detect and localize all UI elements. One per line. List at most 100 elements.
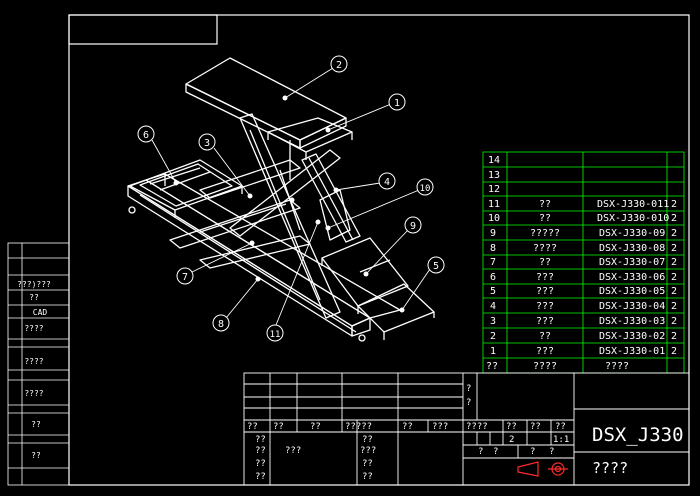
balloon-1: [388, 93, 406, 111]
balloon-number: 6: [143, 130, 149, 141]
projection-symbol-icon: [517, 461, 568, 477]
tb-header: ??: [555, 422, 566, 432]
left-label: ????: [24, 389, 43, 398]
bom-code: DSX-J330-01: [599, 346, 665, 357]
tb-sign: ??: [362, 472, 373, 482]
balloon-numbers: 1 2 3 4 5 6 7 8 9 10 11: [143, 60, 439, 340]
balloon-5: [427, 256, 445, 274]
tb-mark: ?: [466, 398, 471, 408]
tb-mark: ?: [466, 384, 471, 394]
balloon-2: [330, 55, 348, 73]
tb-sign: ??: [255, 446, 266, 456]
balloon-7: [176, 267, 194, 285]
bom-code: DSX-J330-08: [599, 243, 665, 254]
bom-no: 4: [490, 301, 496, 312]
tb-header: ??: [310, 422, 321, 432]
tb-header: ??: [247, 422, 258, 432]
drawing-name: ????: [592, 459, 628, 477]
balloon-number: 5: [433, 261, 439, 272]
balloon-11: [266, 324, 284, 342]
bom-no: 6: [490, 272, 496, 283]
bom-name: ???: [536, 272, 554, 283]
balloon-number: 11: [270, 330, 281, 340]
bom-qty: 2: [671, 199, 677, 210]
bom-qty: 2: [671, 301, 677, 312]
bom-name: ??: [539, 199, 551, 210]
bom-qty: 2: [671, 228, 677, 239]
balloon-8: [212, 314, 230, 332]
lift-assembly: [127, 57, 435, 342]
tb-header: ??: [530, 422, 541, 432]
part-balloons: [137, 55, 445, 342]
bom-qty: 2: [671, 331, 677, 342]
tb-small: ?: [549, 447, 554, 457]
balloon-4: [378, 172, 396, 190]
tb-scale: 1:1: [553, 435, 569, 445]
bom-name: ????: [533, 243, 557, 254]
left-label: ??: [29, 293, 39, 302]
bom-code: DSX-J330-07: [599, 257, 665, 268]
bom-qty: 2: [671, 257, 677, 268]
tb-header: ???: [432, 422, 448, 432]
bom-qty: 2: [671, 286, 677, 297]
tb-sign: ??: [362, 459, 373, 469]
tb-sign: ??: [255, 472, 266, 482]
bom-code: DSX-J330-02: [599, 331, 665, 342]
title-block-grid: [243, 372, 690, 486]
tb-header: ??: [506, 422, 517, 432]
bom-code: DSX-J330-03: [599, 316, 665, 327]
bom-no: 9: [490, 228, 496, 239]
left-panel: [7, 242, 70, 486]
balloon-3: [198, 133, 216, 151]
tb-sign: ??: [255, 459, 266, 469]
bom-code: DSX-J330-011: [597, 199, 669, 210]
bom-name: ??: [539, 213, 551, 224]
bom-no: 5: [490, 286, 496, 297]
bom-name: ???: [536, 346, 554, 357]
bom-name: ?????: [530, 228, 560, 239]
balloon-6: [137, 125, 155, 143]
tb-header: ??: [402, 422, 413, 432]
bom-header-name: ????: [533, 361, 557, 372]
drawing-number: DSX_J330: [592, 424, 684, 446]
left-label: ???)???: [17, 280, 51, 289]
bom-no: 7: [490, 257, 496, 268]
balloon-number: 9: [410, 221, 416, 232]
bom-table-grid: [482, 151, 685, 374]
bom-name: ???: [536, 316, 554, 327]
bom-no: 11: [488, 199, 500, 210]
bom-code: DSX-J330-06: [599, 272, 665, 283]
tb-sign: ???: [360, 446, 376, 456]
left-panel-labels: ???)??? ?? CAD ???? ???? ???? ?? ??: [17, 280, 51, 460]
bom-name: ??: [539, 331, 551, 342]
left-label: ????: [24, 324, 43, 333]
tb-header: ????: [466, 422, 488, 432]
tb-sign: ??: [255, 435, 266, 445]
bom-code: DSX-J330-010: [597, 213, 669, 224]
bom-qty: 2: [671, 243, 677, 254]
tb-sign: ???: [285, 446, 301, 456]
bom-name: ??: [539, 257, 551, 268]
bom-table-text: 14 13 12 11 ?? DSX-J330-011 2 10 ?? DSX-…: [486, 155, 677, 372]
balloon-9: [404, 216, 422, 234]
balloon-number: 7: [182, 272, 188, 283]
bom-header-no: ??: [486, 361, 498, 372]
bom-code: DSX-J330-05: [599, 286, 665, 297]
tb-sign: ??: [362, 435, 373, 445]
bom-no: 13: [488, 170, 500, 181]
title-block-text: ? ? ?? ?? ?? ????? ?? ??? ???? ?? ?? ?? …: [247, 384, 569, 482]
bom-no: 3: [490, 316, 496, 327]
bom-name: ???: [536, 286, 554, 297]
part-markers: [173, 95, 405, 313]
balloon-number: 4: [384, 177, 390, 188]
bom-no: 10: [488, 213, 500, 224]
leader-lines: [151, 67, 431, 326]
bom-qty: 2: [671, 316, 677, 327]
bom-no: 8: [490, 243, 496, 254]
bom-header-code: ????: [605, 361, 629, 372]
bom-no: 1: [490, 346, 496, 357]
bom-qty: 2: [671, 272, 677, 283]
bom-name: ???: [536, 301, 554, 312]
left-label: CAD: [33, 308, 48, 317]
